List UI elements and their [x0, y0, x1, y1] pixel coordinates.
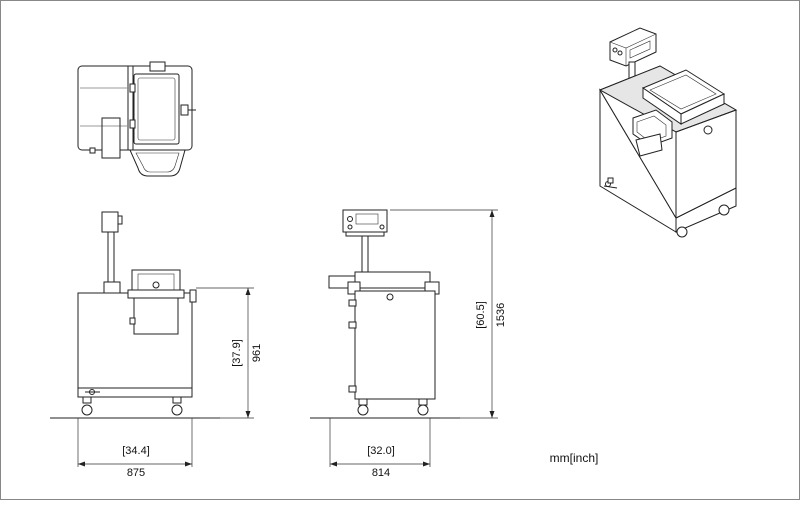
- side-view-height-dimension: [60.5] 1536: [390, 209, 507, 419]
- top-view: [77, 61, 196, 177]
- height-b-mm: 1536: [495, 303, 507, 327]
- unit-note: mm[inch]: [550, 451, 599, 465]
- width-b-inch: [32.0]: [367, 445, 395, 457]
- width-a-mm: 875: [127, 467, 145, 479]
- height-b-inch: [60.5]: [475, 301, 487, 329]
- width-b-mm: 814: [372, 467, 390, 479]
- height-a-mm: 961: [251, 344, 263, 362]
- front-view-width-dimension: [34.4] 875: [77, 418, 193, 479]
- side-view: [310, 209, 460, 419]
- side-view-width-dimension: [32.0] 814: [329, 418, 431, 479]
- isometric-view: [598, 27, 738, 238]
- width-a-inch: [34.4]: [122, 445, 150, 457]
- height-a-inch: [37.9]: [231, 339, 243, 367]
- front-view-height-dimension: [37.9] 961: [196, 287, 263, 419]
